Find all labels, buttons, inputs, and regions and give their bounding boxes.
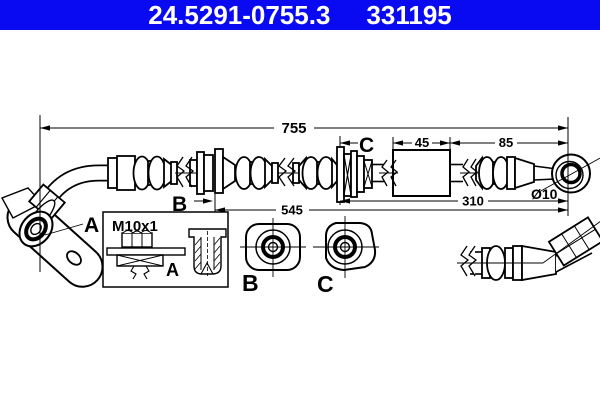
end-view-c: C xyxy=(313,216,379,297)
dimensions: 755 C 45 xyxy=(40,117,569,237)
end-view-b: B xyxy=(240,218,306,296)
svg-text:755: 755 xyxy=(281,120,306,137)
hose-end-detail xyxy=(457,216,600,282)
dimension-45: 45 xyxy=(392,135,451,150)
dimension-755: 755 xyxy=(40,119,568,137)
callout-c: C xyxy=(339,134,374,157)
title-bar: 24.5291-0755.3 331195 xyxy=(0,0,600,30)
svg-text:310: 310 xyxy=(462,194,484,209)
svg-text:B: B xyxy=(172,193,187,216)
svg-text:A: A xyxy=(84,214,99,237)
dimension-85: 85 xyxy=(450,135,568,150)
callout-a: A xyxy=(44,214,99,237)
bore-diameter-label: Ø10 xyxy=(531,186,558,202)
break-symbols xyxy=(175,156,479,188)
dimension-310: 310 xyxy=(339,194,568,209)
socket-section xyxy=(188,228,227,276)
svg-text:B: B xyxy=(242,270,259,296)
detail-box-m10x1: M10x1 A xyxy=(102,211,229,288)
part-number: 24.5291-0755.3 xyxy=(148,0,331,30)
banjo-eye xyxy=(18,210,54,248)
svg-text:C: C xyxy=(317,271,334,297)
svg-text:45: 45 xyxy=(415,135,429,150)
svg-text:545: 545 xyxy=(281,203,303,218)
protective-sleeve xyxy=(392,149,451,197)
eye-ring-end xyxy=(551,153,591,194)
svg-text:C: C xyxy=(359,134,374,157)
bracket-hole xyxy=(66,250,82,266)
banjo-fitting-a xyxy=(1,115,115,288)
hose-body xyxy=(107,146,600,203)
callout-b: B xyxy=(172,193,213,216)
fitting-b xyxy=(189,148,236,195)
svg-text:85: 85 xyxy=(499,135,513,150)
svg-text:A: A xyxy=(166,260,179,280)
dimension-545: 545 xyxy=(214,194,568,218)
fitting-c xyxy=(336,146,373,203)
reference-number: 331195 xyxy=(366,0,452,30)
